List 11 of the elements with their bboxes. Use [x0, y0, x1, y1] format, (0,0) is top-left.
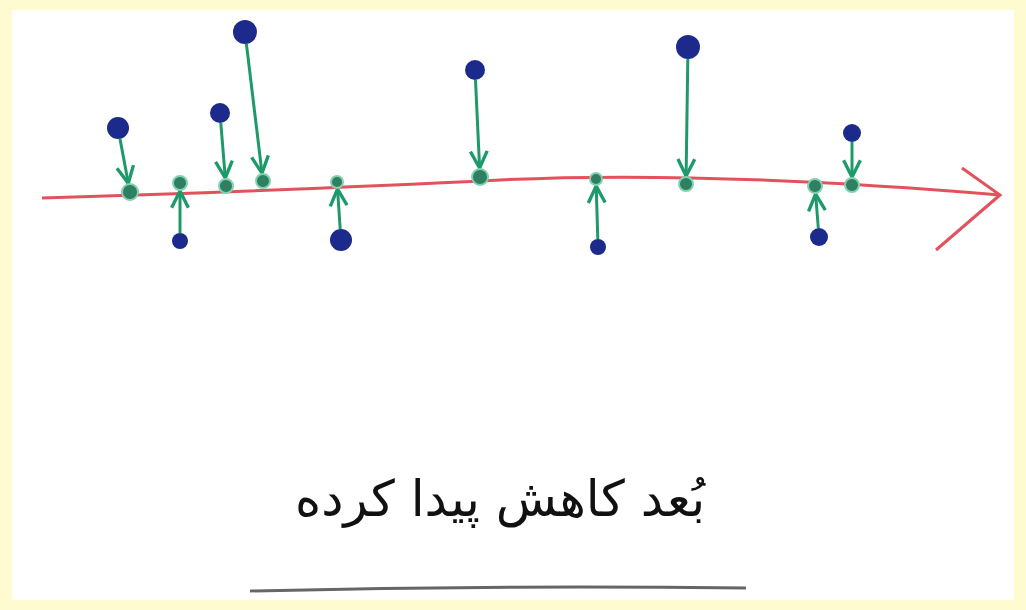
- note-text: بُعد کاهش پیدا کرده: [293, 470, 707, 528]
- arrow: [169, 189, 191, 233]
- arrow: [806, 192, 827, 229]
- arrow: [213, 122, 234, 180]
- arrow: [676, 58, 697, 178]
- arrow: [244, 43, 270, 175]
- arrow: [841, 142, 863, 179]
- arrow: [468, 79, 489, 170]
- arrow: [115, 138, 136, 185]
- arrow: [586, 184, 607, 240]
- arrow: [328, 187, 349, 230]
